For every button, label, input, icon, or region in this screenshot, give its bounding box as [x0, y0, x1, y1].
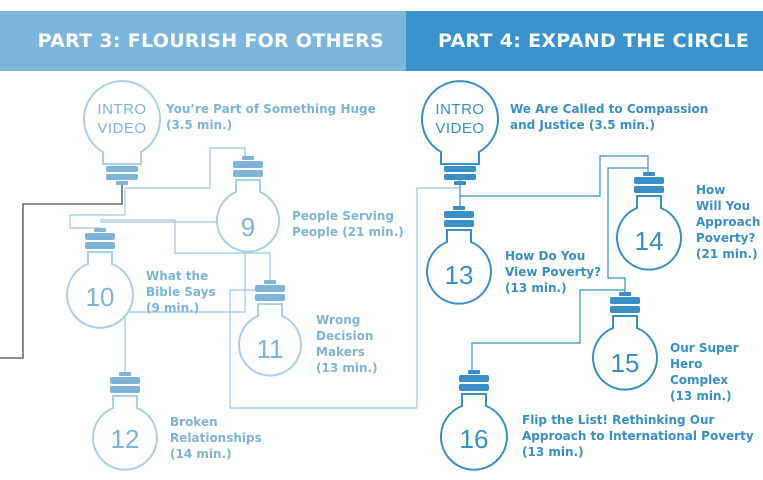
bulb-12-number: 12 — [110, 424, 140, 454]
wire-15-16 — [471, 289, 625, 372]
bulb-10: 10 — [66, 228, 134, 332]
bulb-16: 16 — [440, 370, 508, 478]
part-3-header: PART 3: FLOURISH FOR OTHERS — [0, 11, 406, 71]
wire-9-10 — [69, 147, 246, 229]
part-4-title: PART 4: EXPAND THE CIRCLE — [438, 30, 750, 52]
label-15: Our Super Hero Complex (13 min.) — [670, 341, 739, 403]
bulb-11-number: 11 — [256, 334, 284, 364]
bulb-14: 14 — [616, 172, 682, 276]
label-intro-part3: You’re Part of Something Huge (3.5 min.) — [166, 102, 376, 132]
label-11: Wrong Decision Makers (13 min.) — [316, 313, 378, 375]
part-3-title: PART 3: FLOURISH FOR OTHERS — [37, 30, 384, 52]
label-14: How Will You Approach Poverty? (21 min.) — [696, 183, 761, 261]
bulb-15-number: 15 — [610, 348, 640, 378]
bulb-intro-part4: INTRO VIDEO — [418, 80, 502, 186]
label-10: What the Bible Says (9 min.) — [146, 269, 216, 315]
bulb-10-number: 10 — [85, 282, 115, 312]
label-9: People Serving People (21 min.) — [292, 209, 404, 239]
bulb-14-number: 14 — [634, 226, 664, 256]
bulb-11: 11 — [238, 280, 302, 380]
bulb-16-number: 16 — [459, 424, 489, 454]
bulb-12: 12 — [92, 372, 158, 478]
bulb-13: 13 — [426, 206, 492, 306]
bulb-9: 9 — [216, 156, 280, 260]
label-16: Flip the List! Rethinking Our Approach t… — [522, 413, 754, 459]
bulb-9-number: 9 — [240, 212, 256, 242]
bulb-intro-part4-text: INTRO VIDEO — [435, 101, 485, 137]
wire-12-to-part4 — [229, 187, 460, 409]
bulb-13-number: 13 — [444, 260, 474, 290]
bulb-15: 15 — [592, 292, 658, 396]
label-13: How Do You View Poverty? (13 min.) — [505, 249, 602, 295]
wire-13-14 — [460, 155, 649, 197]
label-12: Broken Relationships (14 min.) — [170, 415, 262, 461]
wire-14-15 — [607, 167, 648, 295]
part-4-header: PART 4: EXPAND THE CIRCLE — [406, 11, 763, 71]
wire-incoming — [0, 182, 123, 359]
label-intro-part4: We Are Called to Compassion and Justice … — [510, 102, 709, 132]
bulb-intro-text: INTRO VIDEO — [97, 101, 147, 137]
wire-10-12 — [100, 221, 246, 372]
wire-10-11 — [100, 219, 271, 280]
bulb-intro-part3: INTRO VIDEO — [80, 80, 164, 186]
